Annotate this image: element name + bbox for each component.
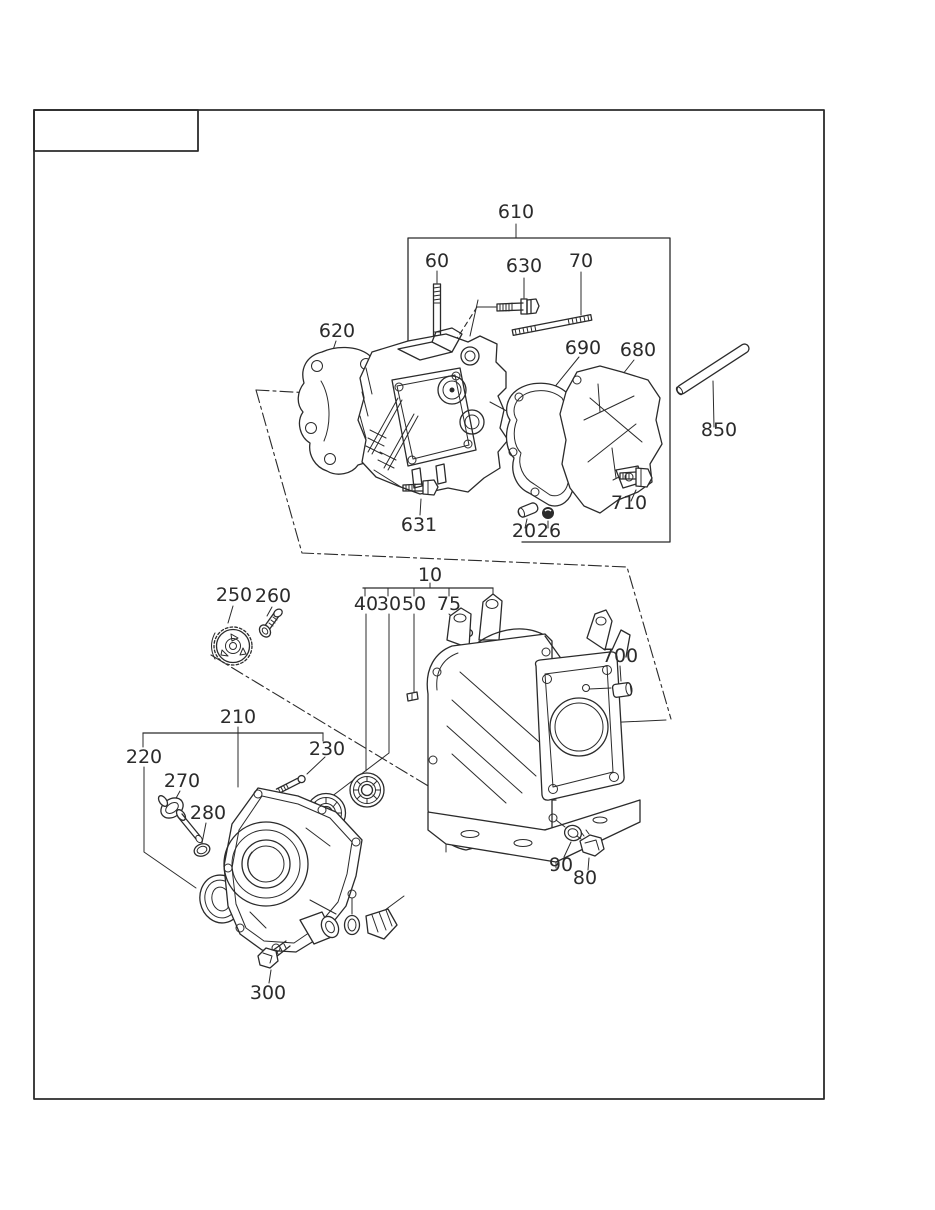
o-ring-90 — [555, 819, 583, 858]
cam-gear-250 — [211, 605, 253, 666]
stud-70 — [511, 271, 593, 337]
o-ring-280 — [193, 822, 211, 857]
ball-bearing-40 — [349, 772, 385, 808]
bolt-260 — [258, 606, 283, 638]
group-bracket-210 — [142, 726, 326, 889]
clip-50 — [406, 691, 419, 702]
dipstick-270 — [157, 790, 203, 844]
nut-26 — [542, 507, 554, 529]
tube-850 — [675, 343, 750, 428]
group-bracket-10 — [330, 582, 494, 798]
bolt-710 — [612, 467, 653, 502]
cylinder-head-assembly — [357, 299, 537, 495]
bolt-630 — [448, 277, 540, 352]
bolt-631 — [373, 469, 439, 516]
bolt-300 — [257, 940, 291, 984]
crankcase-cover-210 — [223, 787, 363, 953]
pin-20 — [517, 502, 539, 529]
crankcase-10 — [426, 593, 641, 869]
title-block — [33, 109, 199, 152]
dowel-pin-700 — [582, 665, 633, 698]
group-box-610 — [407, 223, 671, 543]
page-border — [33, 109, 825, 1100]
stud-230 — [275, 774, 306, 795]
cover-o-ring — [343, 897, 361, 936]
cover-plug — [365, 895, 405, 940]
valve-cover-680 — [559, 359, 663, 514]
drain-plug-80 — [576, 829, 605, 871]
